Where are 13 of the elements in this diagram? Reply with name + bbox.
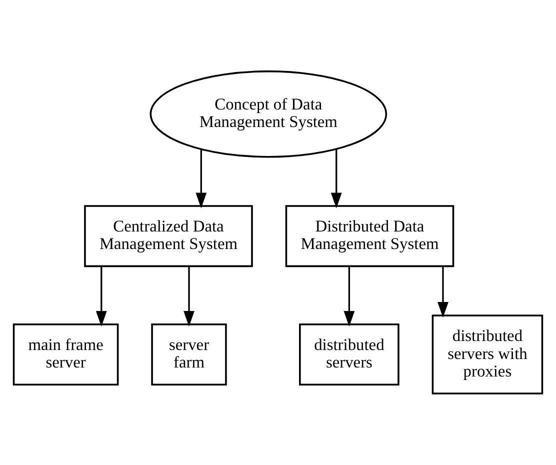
arrow [196,149,207,208]
arrow [96,266,107,327]
arrow [438,266,448,318]
node-box: distributed servers [299,324,400,386]
arrow [330,149,342,208]
node-box: server farm [151,324,227,386]
arrow [184,266,194,327]
arrow [344,266,355,327]
node-ellipse: Concept of Data Management System [150,70,388,158]
node-box: Centralized Data Management System [84,205,253,268]
node-box: main frame server [12,324,119,386]
node-box: Distributed Data Management System [285,205,454,268]
node-box: distributed servers with proxies [432,314,544,394]
